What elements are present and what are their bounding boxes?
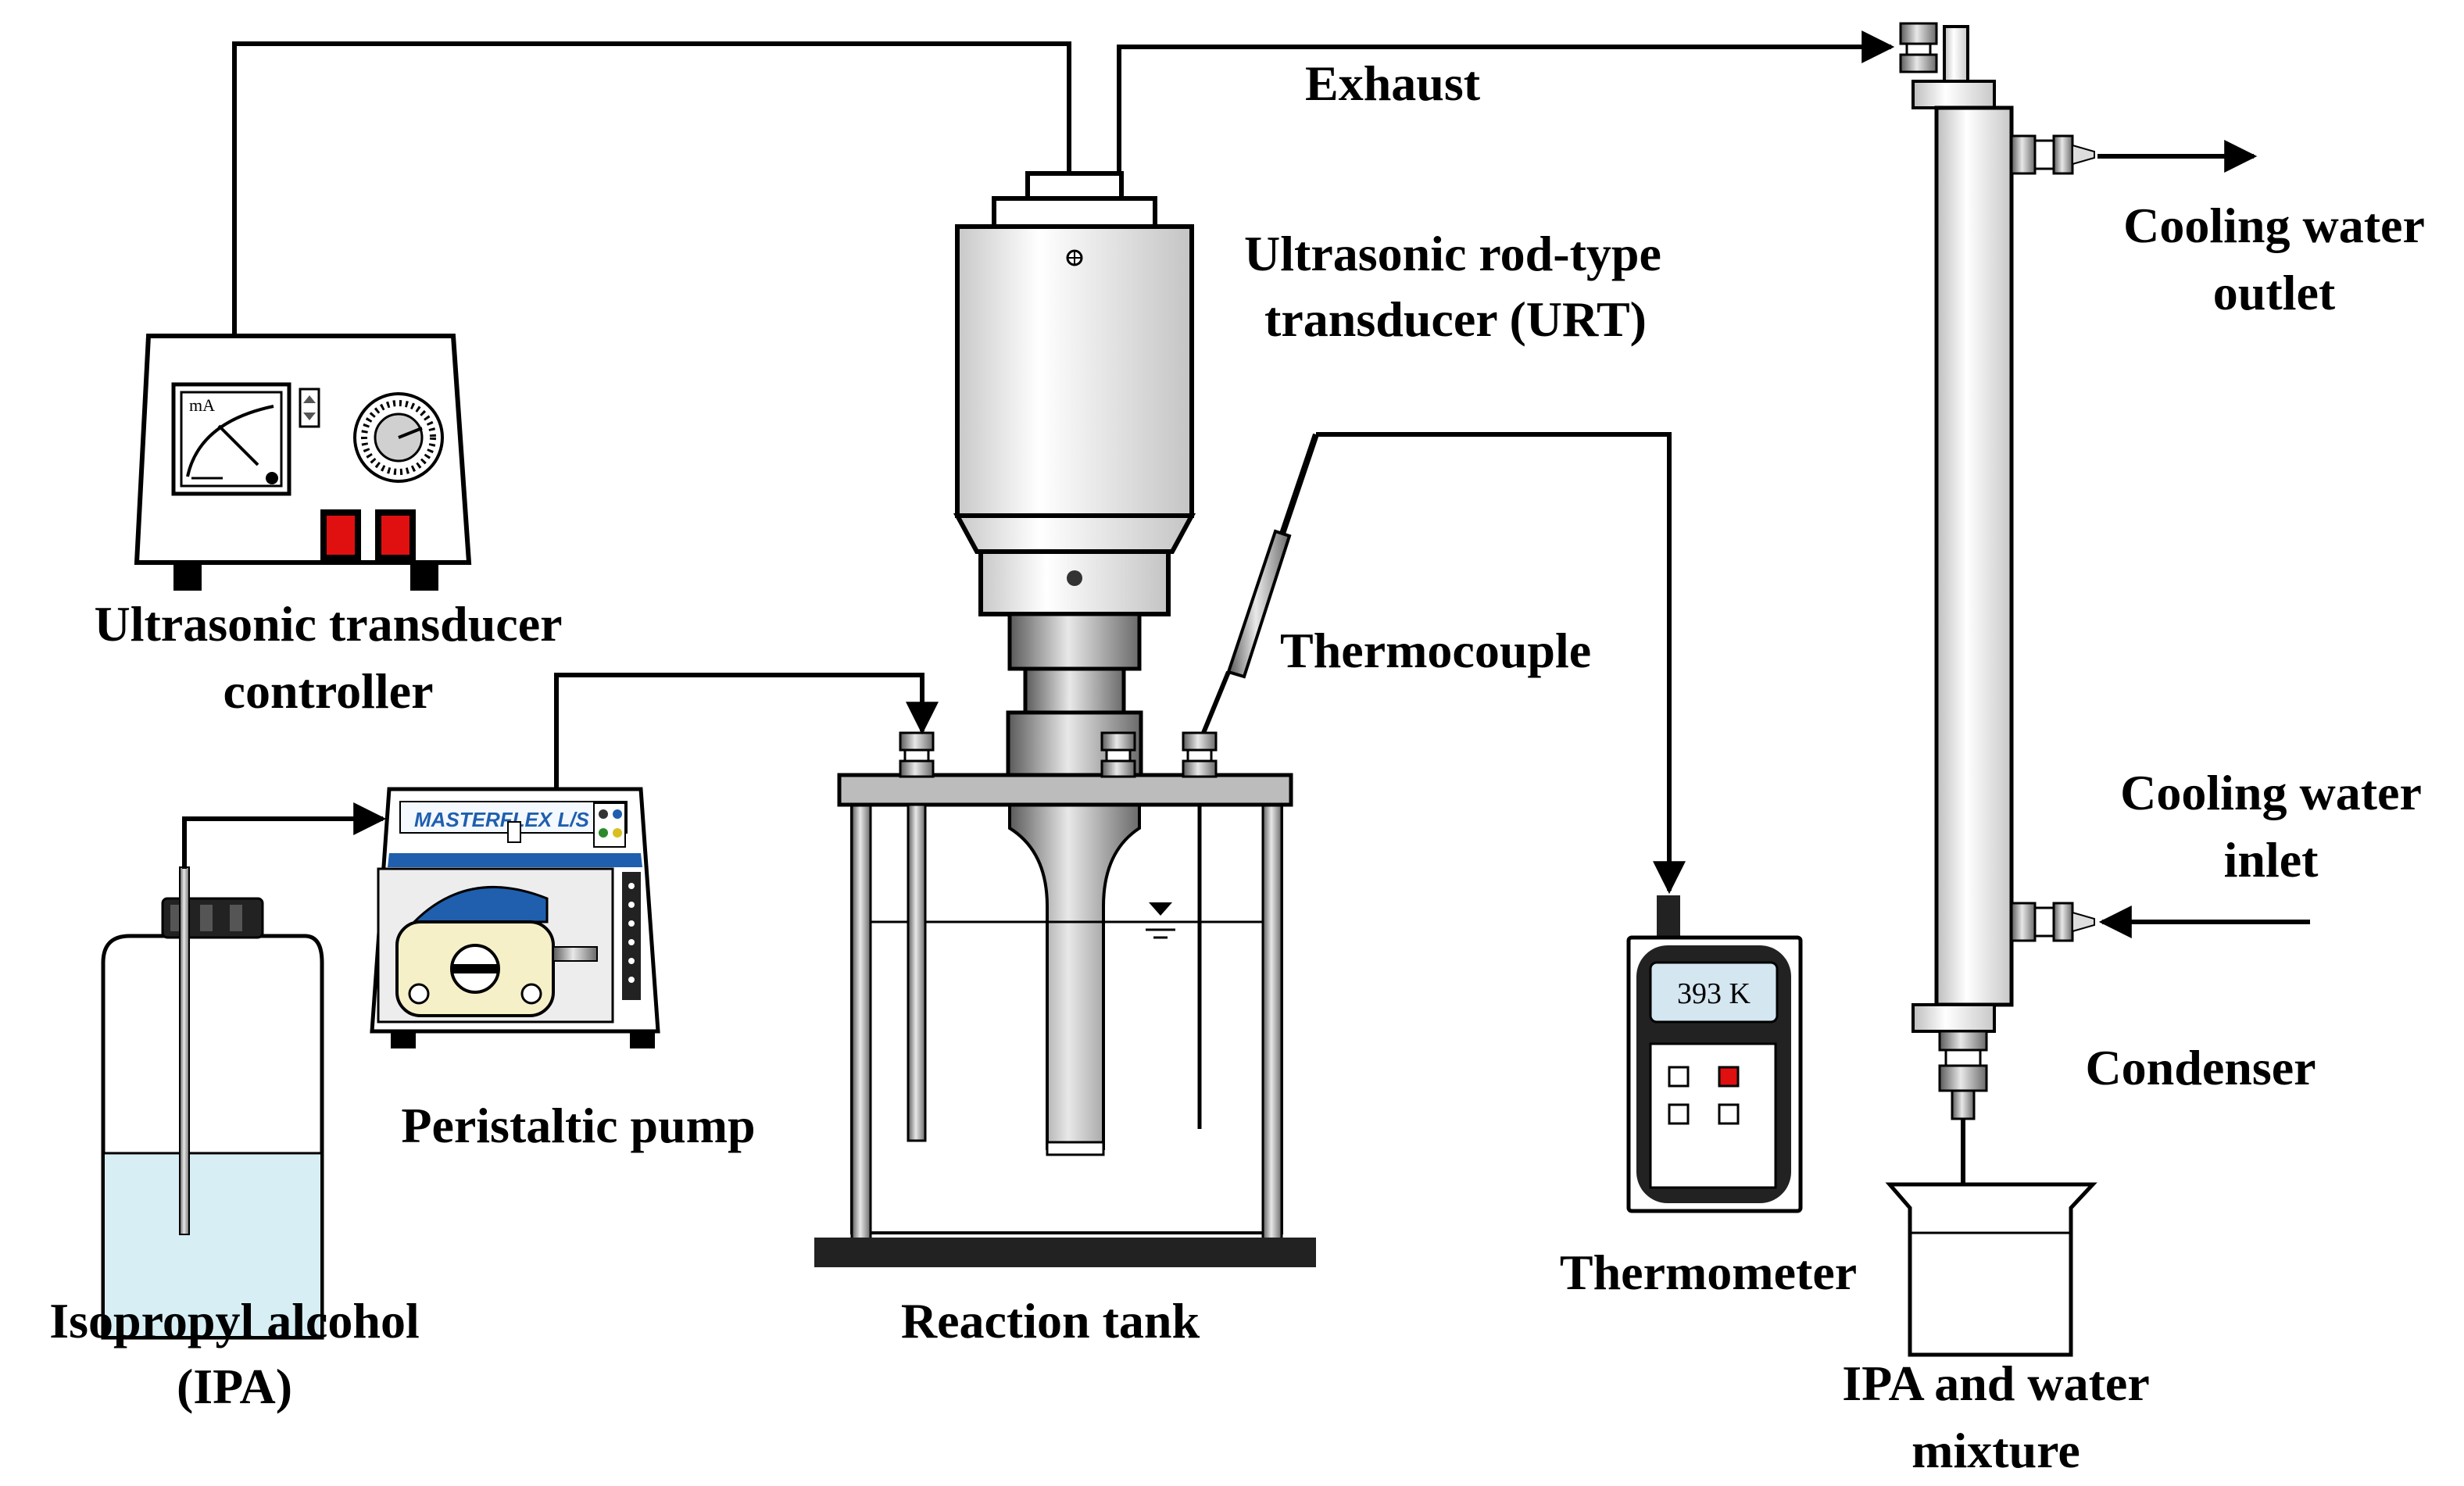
label-exhaust: Exhaust [1305, 55, 1481, 111]
ammeter-gauge-icon: mA [171, 382, 291, 496]
controller-cable [232, 41, 1071, 336]
label-mixture-line1: IPA and water [1842, 1356, 2149, 1411]
digital-thermometer: 393 K [1626, 895, 1803, 1213]
thermocouple-probe [1201, 432, 1686, 895]
label-thermocouple: Thermocouple [1280, 623, 1591, 678]
ultrasonic-controller: mA [134, 334, 472, 591]
collection-beaker [1885, 1182, 2097, 1357]
lid-fitting-thermocouple [1182, 731, 1218, 778]
thermometer-button-1[interactable] [1668, 1066, 1690, 1088]
lid-fitting-exhaust [1100, 731, 1136, 778]
meter-unit: mA [189, 395, 215, 415]
lid-fitting-feed [899, 731, 935, 778]
label-cooling-outlet-line2: outlet [2213, 265, 2336, 320]
pump-direction-switch[interactable] [507, 821, 521, 843]
pump-brand: MASTERFLEX L/S [414, 808, 590, 831]
thermometer-button-2[interactable] [1718, 1066, 1740, 1088]
thermometer-button-3[interactable] [1668, 1103, 1690, 1125]
label-controller-line1: Ultrasonic transducer [94, 596, 562, 652]
power-button-1[interactable] [327, 516, 355, 555]
label-peristaltic-pump: Peristaltic pump [401, 1098, 755, 1153]
water-level-symbol-icon [1139, 902, 1182, 939]
ipa-supply-line [182, 802, 387, 869]
thermometer-display [1649, 961, 1779, 1023]
label-cooling-inlet-line1: Cooling water [2120, 765, 2422, 820]
reaction-tank [814, 773, 1316, 1267]
peristaltic-pump: MASTERFLEX L/S [370, 787, 660, 1048]
thermometer-reading: 393 K [1677, 977, 1751, 1010]
ipa-bottle [101, 866, 324, 1340]
label-ipa-line1: Isopropyl alcohol [49, 1293, 420, 1348]
label-cooling-outlet-line1: Cooling water [2123, 198, 2425, 253]
label-urt-line1: Ultrasonic rod-type [1244, 226, 1661, 281]
label-urt-line2: transducer (URT) [1264, 291, 1647, 347]
pump-outlet-line [554, 673, 939, 789]
label-controller-line2: controller [224, 663, 434, 719]
label-reaction-tank: Reaction tank [901, 1293, 1200, 1348]
control-knob-icon[interactable] [353, 392, 444, 483]
label-mixture-line2: mixture [1911, 1423, 2080, 1478]
thermometer-button-4[interactable] [1718, 1103, 1740, 1125]
range-switch[interactable] [299, 388, 320, 428]
label-thermometer: Thermometer [1560, 1245, 1857, 1300]
label-condenser: Condenser [2085, 1040, 2316, 1095]
label-ipa-line2: (IPA) [177, 1359, 292, 1414]
condenser [1899, 22, 2095, 1120]
power-button-2[interactable] [381, 516, 409, 555]
ultrasonic-rod-transducer [953, 171, 1196, 1156]
label-cooling-inlet-line2: inlet [2224, 832, 2319, 888]
